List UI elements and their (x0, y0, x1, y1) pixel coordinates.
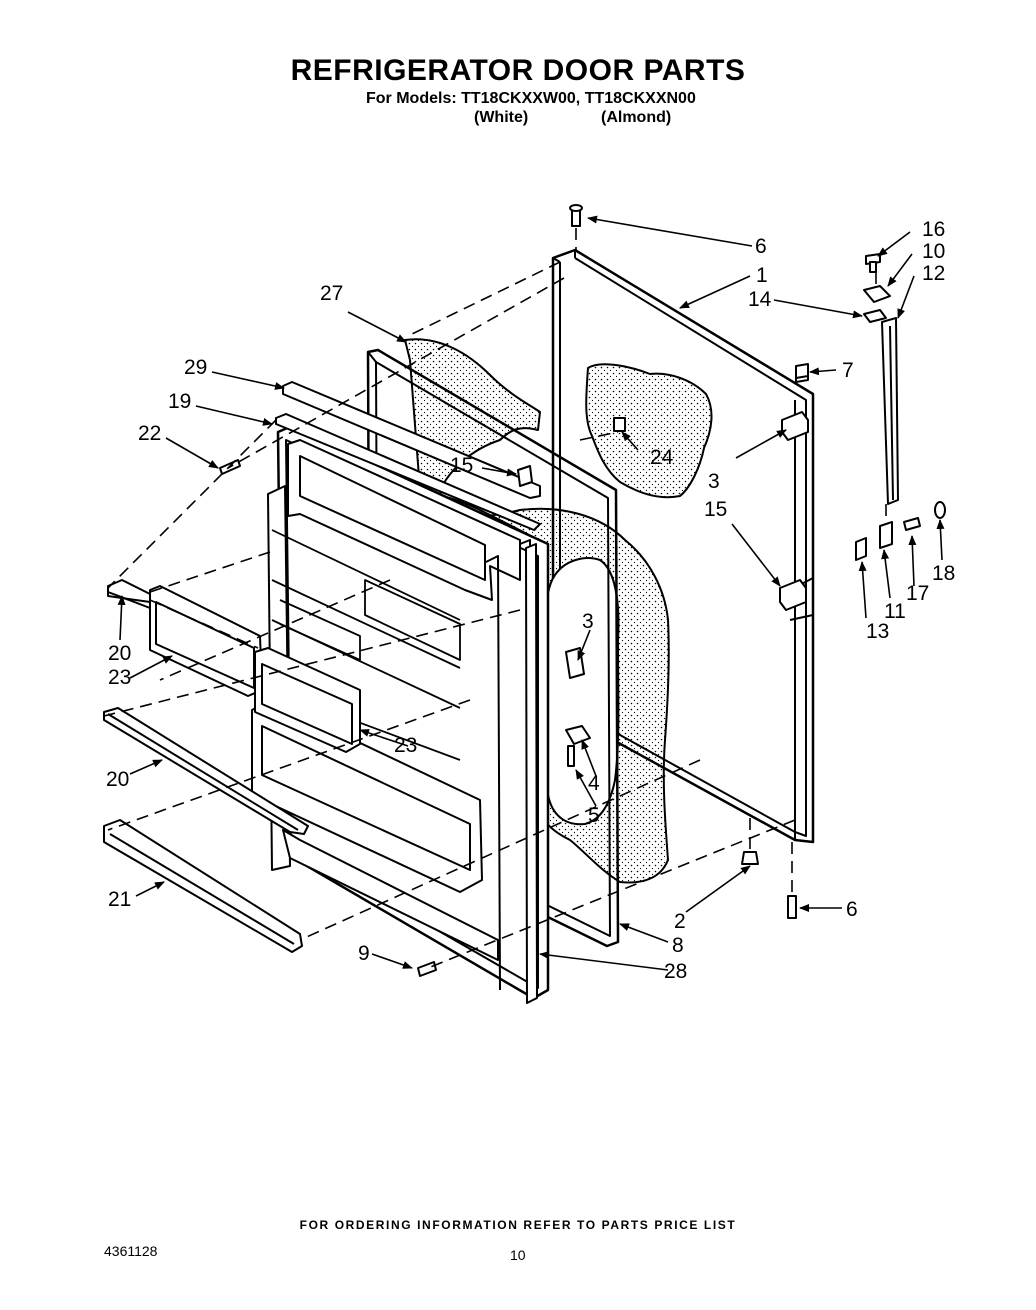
callout-4: 4 (588, 772, 600, 795)
callout-15-right: 15 (704, 498, 727, 521)
shelf-bars (103, 579, 361, 953)
hinge-hardware (219, 204, 946, 977)
callout-7: 7 (842, 359, 854, 382)
callout-28: 28 (664, 960, 687, 983)
callout-23-right: 23 (394, 734, 417, 757)
callout-24: 24 (650, 446, 674, 469)
callout-29: 29 (184, 356, 207, 379)
callout-9: 9 (358, 942, 370, 965)
top-trim (282, 381, 541, 499)
callout-17: 17 (906, 582, 929, 605)
callout-18: 18 (932, 562, 955, 585)
assembly-lines (103, 228, 887, 969)
callout-2: 2 (674, 910, 686, 933)
callout-20-bottom: 20 (106, 768, 129, 791)
callout-27: 27 (320, 282, 343, 305)
callout-23-left: 23 (108, 666, 131, 689)
callout-1: 1 (756, 264, 768, 287)
callout-15-inner: 15 (450, 454, 473, 477)
callout-labels: 6 1 16 10 12 14 7 24 3 15 18 17 11 13 6 … (106, 218, 955, 983)
callout-5: 5 (588, 804, 600, 827)
callout-10: 10 (922, 240, 945, 263)
page-title: REFRIGERATOR DOOR PARTS (290, 54, 746, 87)
callout-14: 14 (748, 288, 772, 311)
models-line: For Models: TT18CKXXW00, TT18CKXXN00 (366, 90, 696, 107)
page-number: 10 (510, 1247, 526, 1263)
callout-21: 21 (108, 888, 131, 911)
leader-arrows (117, 215, 945, 971)
callout-16: 16 (922, 218, 945, 241)
callout-22: 22 (138, 422, 161, 445)
callout-6-bottom: 6 (846, 898, 858, 921)
callout-19: 19 (168, 390, 191, 413)
ordering-note: FOR ORDERING INFORMATION REFER TO PARTS … (299, 1218, 737, 1232)
callout-11: 11 (884, 600, 906, 623)
callout-12: 12 (922, 262, 945, 285)
callout-3-inner: 3 (582, 610, 594, 633)
callout-13: 13 (866, 620, 889, 643)
inner-door-liner (251, 424, 550, 1004)
document-number: 4361128 (104, 1243, 158, 1259)
callout-8: 8 (672, 934, 684, 957)
variant-white: (White) (474, 109, 529, 126)
callout-6-top: 6 (755, 235, 767, 258)
callout-3-right: 3 (708, 470, 720, 493)
outer-door-panel (551, 248, 815, 844)
callout-20-top: 20 (108, 642, 131, 665)
variant-almond: (Almond) (601, 109, 672, 126)
